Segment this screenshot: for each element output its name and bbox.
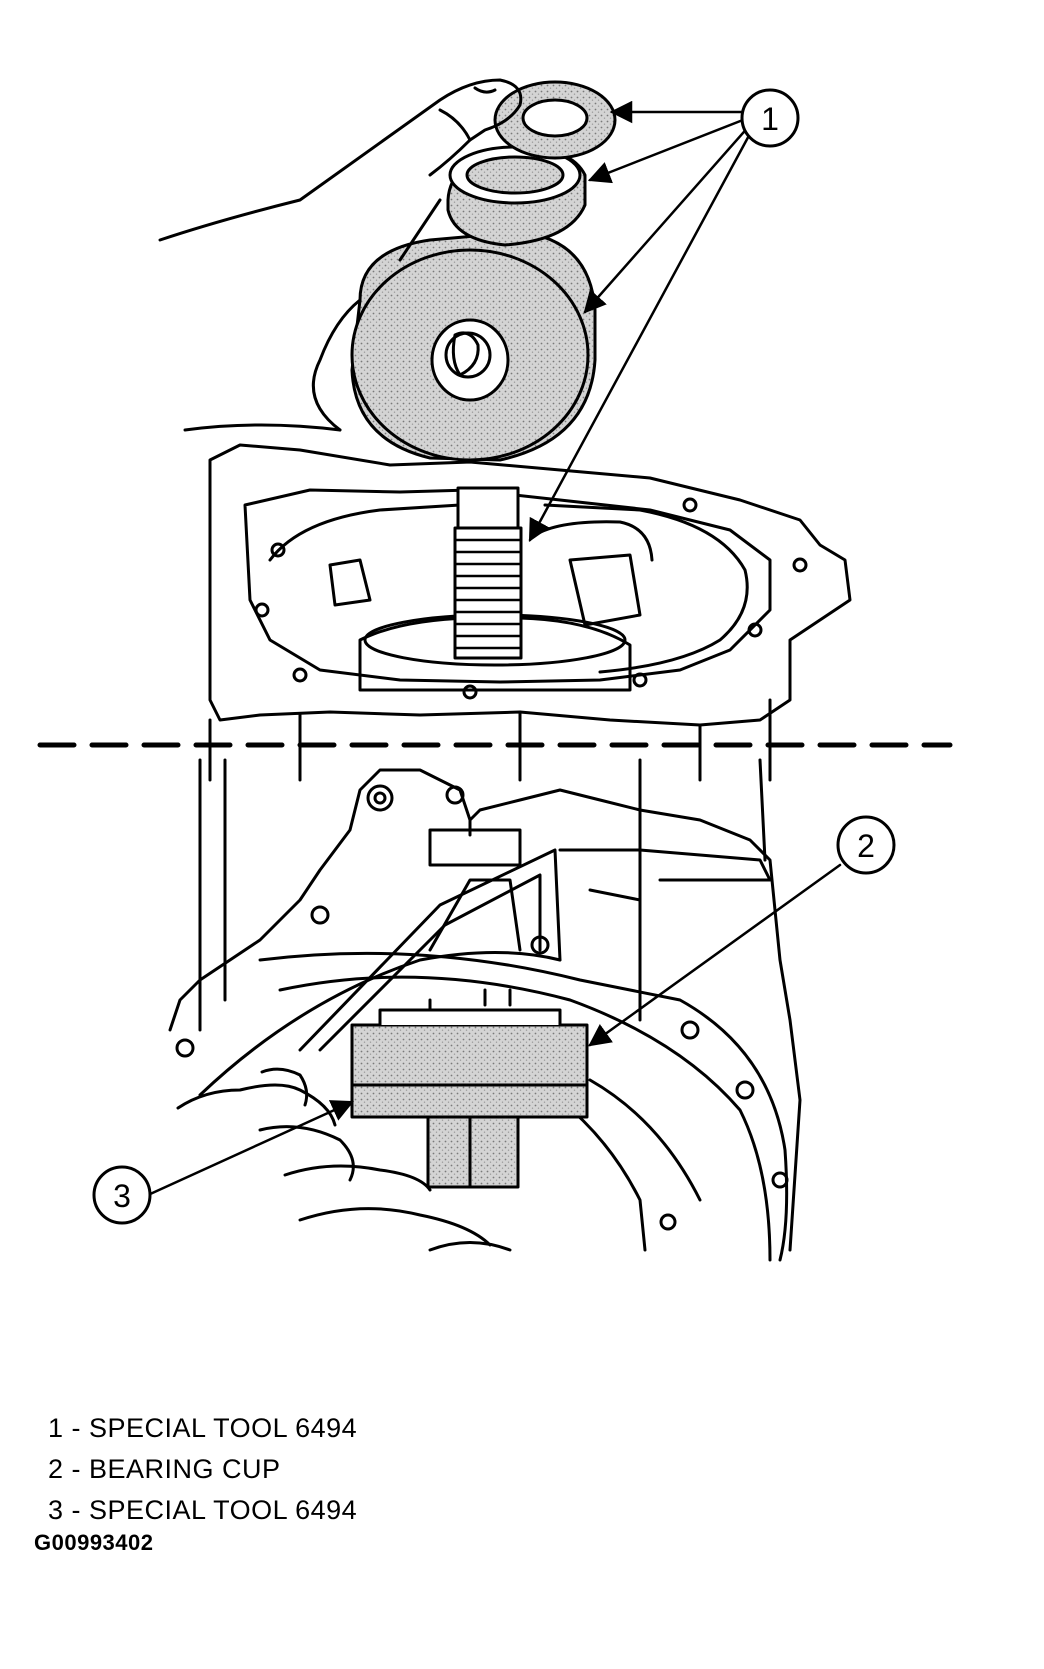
technician-hand-top <box>158 78 523 432</box>
callout-2-number: 2 <box>857 828 875 864</box>
callout-1 <box>740 88 800 148</box>
legend-item-2: 2 - BEARING CUP <box>48 1454 281 1484</box>
callout-leaders <box>146 100 842 1197</box>
legend-item-1: 1 - SPECIAL TOOL 6494 <box>48 1413 358 1443</box>
callout-3 <box>92 1165 152 1225</box>
callout-3-number: 3 <box>113 1178 131 1214</box>
installer-block <box>350 1008 589 1189</box>
installer-disc <box>350 230 597 462</box>
figure-id: G00993402 <box>34 1530 154 1555</box>
thrust-washer <box>493 80 617 160</box>
legend: 1 - SPECIAL TOOL 6494 2 - BEARING CUP 3 … <box>48 1408 357 1531</box>
bearing-ring <box>446 145 587 247</box>
transfer-case-housing-bottom <box>168 758 802 1262</box>
callout-1-number: 1 <box>761 101 779 137</box>
technician-hand-bottom <box>176 1067 512 1252</box>
transfer-case-housing-top <box>208 443 852 782</box>
bearing-cup-installation-illustration: 1 2 3 <box>37 78 953 1262</box>
legend-item-3: 3 - SPECIAL TOOL 6494 <box>48 1495 358 1525</box>
callout-2 <box>836 815 896 875</box>
threaded-screw <box>453 486 523 660</box>
